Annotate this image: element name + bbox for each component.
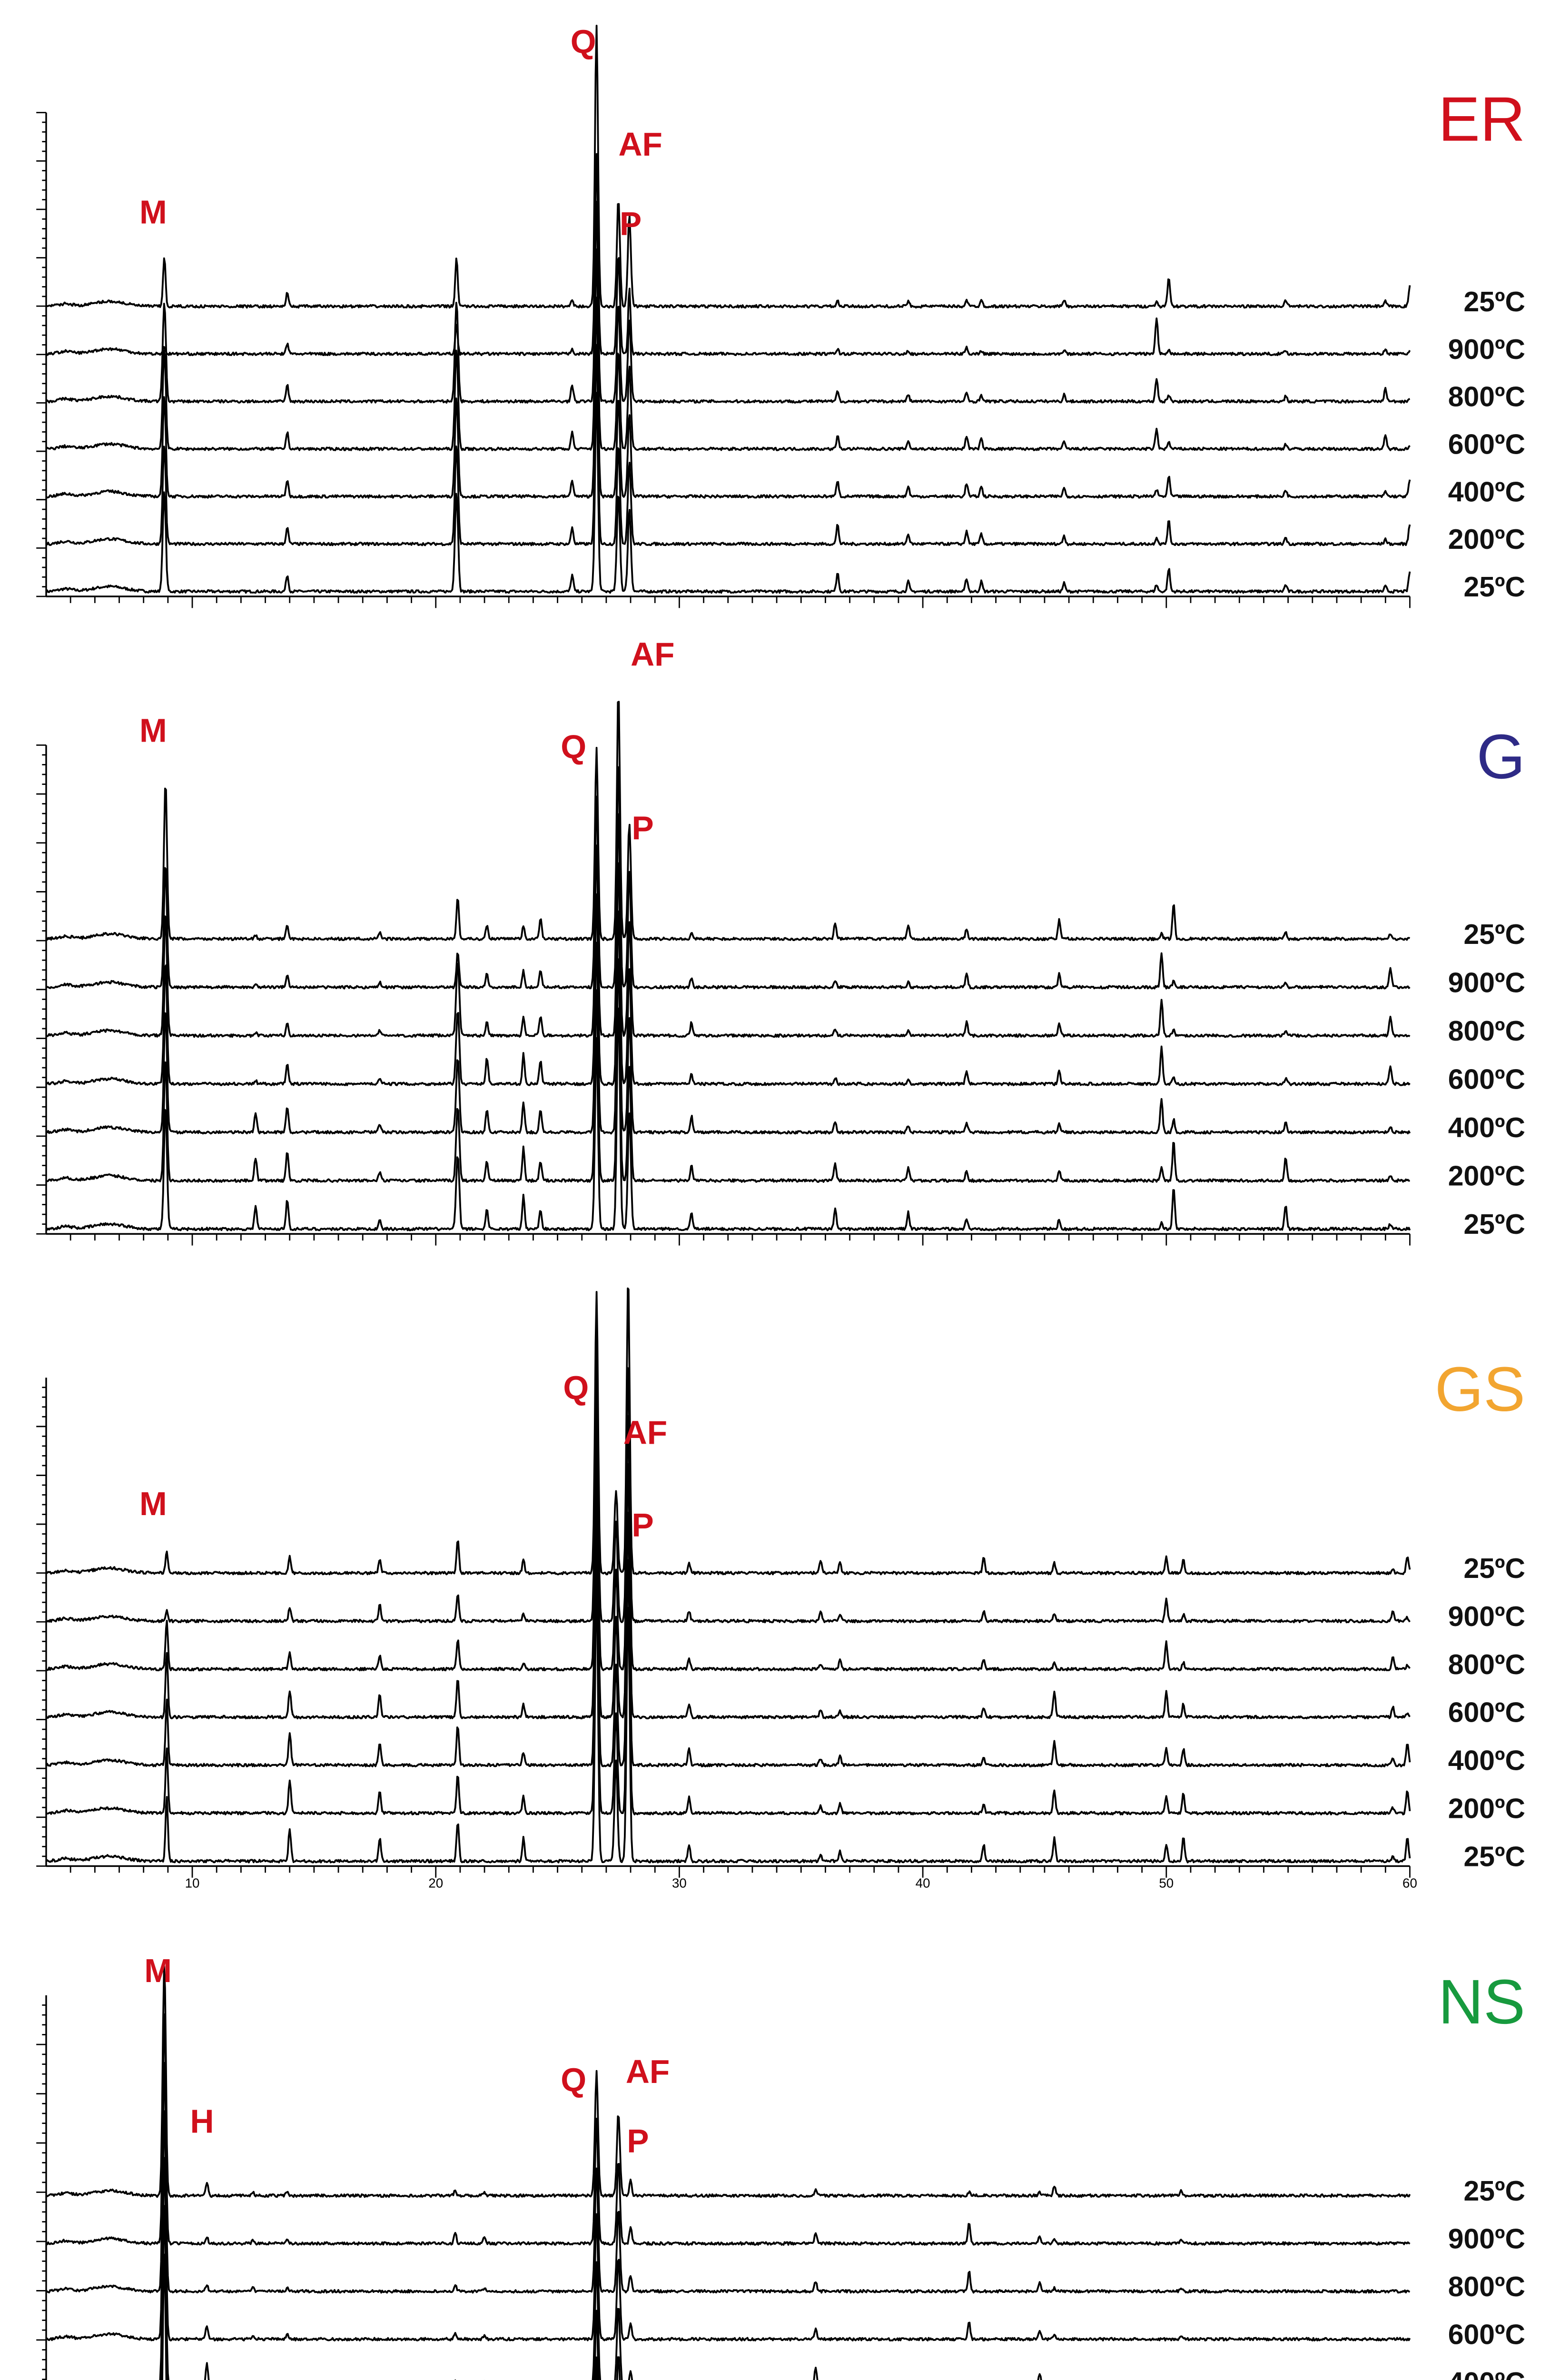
diffractogram-trace bbox=[45, 344, 1411, 546]
panel-ns: 10203040506025ºC200ºC400ºC600ºC800ºC900º… bbox=[36, 1952, 1525, 2380]
mineral-label-q: Q bbox=[561, 2061, 586, 2098]
diffractogram-trace bbox=[45, 701, 1411, 942]
diffractogram-trace bbox=[45, 1529, 1411, 1815]
diffractogram-trace bbox=[45, 1434, 1411, 1719]
diffractogram-trace bbox=[45, 200, 1411, 404]
temperature-label: 900ºC bbox=[1448, 2223, 1525, 2254]
temperature-label: 600ºC bbox=[1448, 1063, 1525, 1095]
mineral-label-p: P bbox=[627, 2122, 649, 2160]
diffractogram-trace bbox=[159, 2157, 1042, 2380]
diffractogram-trace bbox=[45, 392, 1411, 594]
temperature-label: 200ºC bbox=[1448, 1160, 1525, 1192]
chart-panels: 25ºC 200ºC 400ºC 600ºC 800ºC 900ºC 25ºC M Q AF P ER… bbox=[36, 23, 1525, 2380]
temperature-label: 800ºC bbox=[1448, 1649, 1525, 1680]
panel-gs: 10 20 30 40 50 60 25ºC 200ºC 400ºC 600ºC 800ºC 900º… bbox=[36, 1287, 1525, 1891]
temperature-label: 200ºC bbox=[1448, 524, 1525, 555]
temperature-label: 800ºC bbox=[1448, 381, 1525, 413]
diffractogram-trace bbox=[45, 1578, 1411, 1864]
mineral-label-af: AF bbox=[626, 2053, 670, 2090]
mineral-label-q: Q bbox=[571, 23, 596, 60]
sample-label-g: G bbox=[1477, 722, 1525, 792]
temperature-label: 800ºC bbox=[1448, 1015, 1525, 1047]
diffractogram-trace bbox=[46, 958, 1410, 1183]
mineral-label-p: P bbox=[632, 1507, 654, 1544]
temperature-label: 400ºC bbox=[1448, 2367, 1525, 2380]
diffractogram-trace bbox=[46, 1287, 1411, 1576]
x-tick-label: 40 bbox=[916, 1876, 930, 1891]
x-tick-label: 30 bbox=[672, 1876, 687, 1891]
diffractogram-trace bbox=[45, 1482, 1411, 1767]
x-tick-label: 50 bbox=[1159, 1876, 1174, 1891]
panel-er: 25ºC 200ºC 400ºC 600ºC 800ºC 900ºC 25ºC M Q AF P ER bbox=[36, 23, 1525, 608]
mineral-label-m: M bbox=[139, 712, 167, 749]
sample-label-gs: GS bbox=[1435, 1354, 1525, 1424]
temperature-label: 25ºC bbox=[1463, 1553, 1525, 1584]
diffractogram-trace bbox=[45, 297, 1411, 499]
temperature-label: 400ºC bbox=[1448, 1112, 1525, 1143]
diffractogram-trace bbox=[46, 813, 1411, 1038]
diffractogram-trace bbox=[46, 766, 1411, 990]
x-tick-label: 20 bbox=[428, 1876, 443, 1891]
mineral-label-m: M bbox=[139, 1485, 167, 1522]
temperature-label: 25ºC bbox=[1463, 1841, 1525, 1872]
diffractogram-trace bbox=[45, 862, 1411, 1086]
mineral-label-af: AF bbox=[623, 1414, 667, 1451]
temperature-label: 900ºC bbox=[1448, 967, 1525, 998]
temperature-label: 900ºC bbox=[1448, 334, 1525, 365]
diffractogram-trace bbox=[45, 1965, 1411, 2198]
temperature-label: 600ºC bbox=[1448, 1697, 1525, 1728]
mineral-label-m: M bbox=[144, 1952, 172, 1989]
temperature-label: 400ºC bbox=[1448, 476, 1525, 507]
diffractogram-trace bbox=[161, 2253, 599, 2380]
x-tick-label: 60 bbox=[1402, 1876, 1417, 1891]
temperature-label: 900ºC bbox=[1448, 1601, 1525, 1632]
diffractogram-trace bbox=[45, 153, 1411, 357]
sample-label-er: ER bbox=[1438, 84, 1525, 154]
mineral-label-af: AF bbox=[631, 635, 674, 673]
temperature-label: 25ºC bbox=[1463, 1209, 1525, 1240]
temperature-label: 25ºC bbox=[1463, 2175, 1525, 2207]
temperature-label: 200ºC bbox=[1448, 1793, 1525, 1824]
panel-g: 25ºC 200ºC 400ºC 600ºC 800ºC 900ºC 25ºC M Q AF P G bbox=[36, 635, 1525, 1246]
sample-label-ns: NS bbox=[1438, 1967, 1525, 2037]
mineral-label-af: AF bbox=[618, 126, 662, 163]
diffractogram-trace bbox=[45, 248, 1411, 451]
temperature-label: 600ºC bbox=[1448, 428, 1525, 460]
temperature-label: 400ºC bbox=[1448, 1745, 1525, 1776]
diffractogram-trace bbox=[45, 910, 1411, 1135]
temperature-label: 600ºC bbox=[1448, 2319, 1525, 2350]
temperature-label: 25ºC bbox=[1463, 286, 1525, 317]
x-tick-label: 10 bbox=[185, 1876, 200, 1891]
temperature-label: 800ºC bbox=[1448, 2271, 1525, 2302]
mineral-label-p: P bbox=[620, 205, 642, 242]
diffractogram-trace bbox=[45, 2062, 1411, 2294]
temperature-label: 25ºC bbox=[1463, 571, 1525, 603]
mineral-label-h: H bbox=[190, 2102, 214, 2140]
diffractogram-trace bbox=[45, 1387, 1411, 1672]
diffractogram-trace bbox=[46, 25, 1411, 309]
mineral-label-q: Q bbox=[561, 728, 586, 765]
mineral-label-m: M bbox=[139, 193, 167, 230]
diffractogram-trace bbox=[45, 2110, 1411, 2341]
diffractogram-trace bbox=[46, 1338, 1411, 1624]
diffractogram-trace bbox=[45, 1007, 1411, 1231]
diffractogram-trace bbox=[46, 2013, 1411, 2246]
temperature-label: 25ºC bbox=[1463, 919, 1525, 950]
mineral-label-p: P bbox=[632, 810, 654, 847]
mineral-label-q: Q bbox=[563, 1369, 589, 1406]
